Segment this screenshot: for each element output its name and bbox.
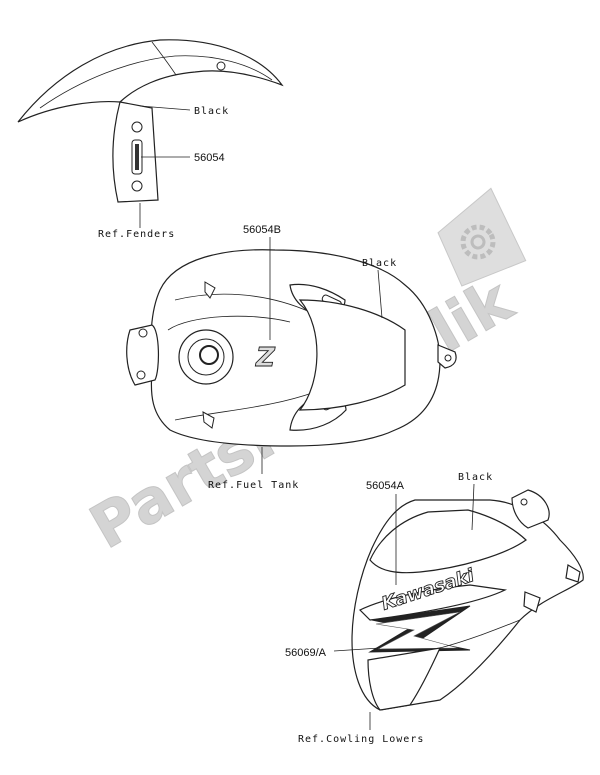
tank-part-number: 56054B [243, 224, 281, 236]
cowling-lower: Kawasaki [351, 489, 584, 711]
fender-callouts: Black 56054 Ref.Fenders [98, 105, 229, 240]
cowl-reference: Ref.Cowling Lowers [298, 734, 424, 745]
fender-reference: Ref.Fenders [98, 229, 175, 240]
cowling-callouts: 56054A Black 56069/A Ref.Cowling Lowers [285, 472, 493, 745]
fender-part-number: 56054 [194, 152, 225, 164]
tank-z-logo: Z [255, 343, 276, 373]
cowl-color-label: Black [458, 472, 493, 483]
tank-callouts: 56054B Black Ref.Fuel Tank [208, 224, 397, 491]
tank-color-label: Black [362, 258, 397, 269]
fuel-tank: Z [126, 249, 457, 447]
cowl-part-number-a: 56054A [366, 480, 405, 492]
tank-reference: Ref.Fuel Tank [208, 480, 299, 491]
cowl-part-number-b: 56069/A [285, 647, 327, 659]
gear-icon [437, 187, 527, 287]
fender-color-label: Black [194, 106, 229, 117]
front-fender [17, 39, 284, 203]
